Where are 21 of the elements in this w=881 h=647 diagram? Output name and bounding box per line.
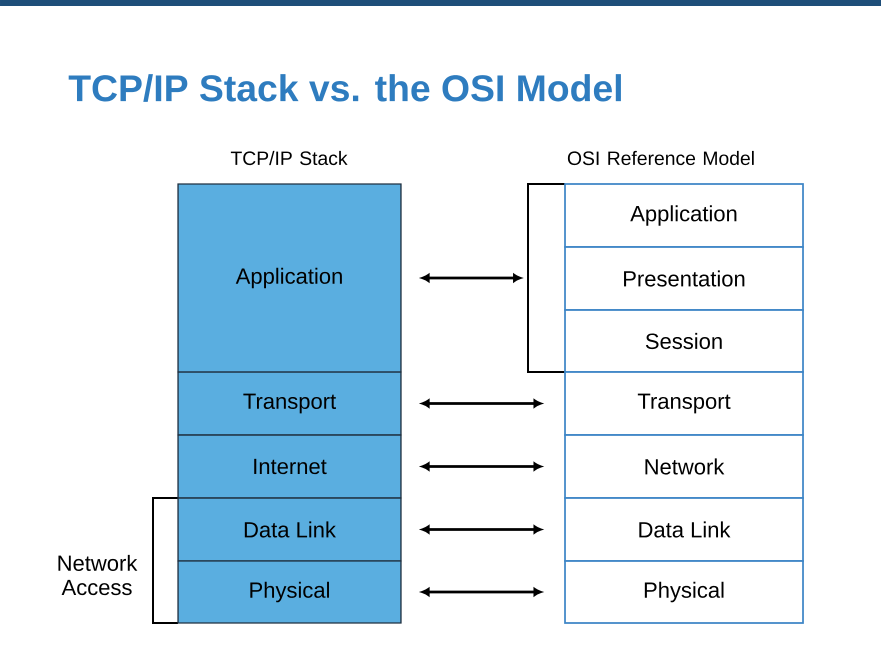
layer-box: Physical	[564, 560, 804, 624]
bracket-label: Network Access	[58, 554, 138, 596]
column-heading: TCP/IP Stack	[230, 150, 348, 166]
layer-box: Internet	[177, 434, 402, 499]
arrow	[421, 462, 542, 471]
arrow	[421, 525, 542, 534]
layer-box: Physical	[177, 560, 402, 624]
bracket	[527, 183, 565, 373]
arrow	[421, 588, 542, 596]
layer-box: Session	[564, 309, 804, 373]
layer-box: Data Link	[177, 497, 402, 562]
layer-box: Transport	[177, 371, 402, 436]
layer-box: Presentation	[564, 246, 804, 311]
layer-box: Transport	[564, 371, 804, 436]
layer-box: Data Link	[564, 497, 804, 562]
layer-box: Application	[564, 183, 804, 248]
arrow	[421, 274, 522, 282]
slide-title: TCP/IP Stack vs. the OSI Model	[68, 74, 621, 102]
layer-box: Network	[564, 434, 804, 499]
column-heading: OSI Reference Model	[568, 150, 754, 166]
arrow	[421, 399, 542, 408]
